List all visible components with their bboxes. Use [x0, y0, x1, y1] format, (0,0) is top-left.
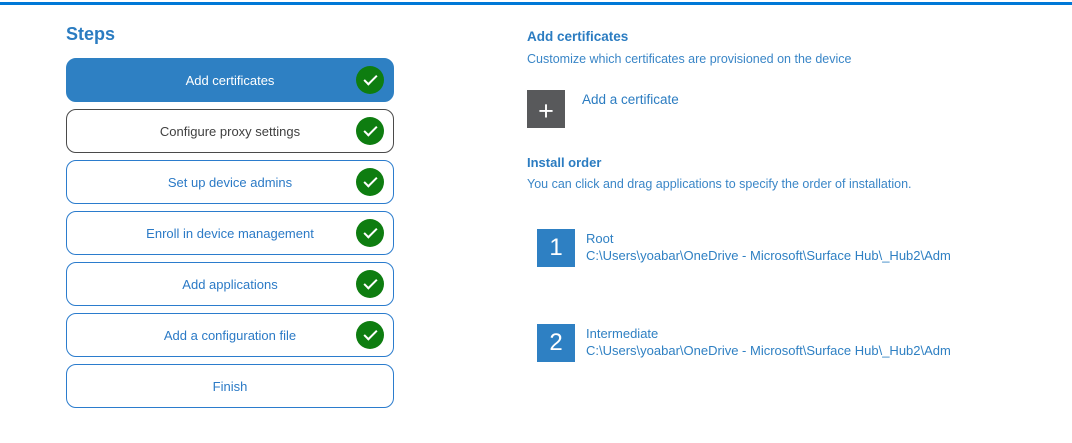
step-label: Add a configuration file: [163, 327, 297, 343]
step-label: Set up device admins: [167, 174, 293, 190]
step-set-up-device-admins[interactable]: Set up device admins: [66, 160, 394, 204]
step-label: Add certificates: [185, 72, 275, 88]
install-order-item[interactable]: 1 Root C:\Users\yoabar\OneDrive - Micros…: [537, 229, 951, 267]
completed-check-icon: [356, 270, 384, 298]
step-finish[interactable]: Finish: [66, 364, 394, 408]
install-order-subtitle: You can click and drag applications to s…: [527, 177, 912, 191]
install-order-heading: Install order: [527, 155, 602, 170]
order-item-text: Intermediate C:\Users\yoabar\OneDrive - …: [586, 324, 951, 359]
step-add-applications[interactable]: Add applications: [66, 262, 394, 306]
completed-check-icon: [356, 219, 384, 247]
order-number-badge: 2: [537, 324, 575, 362]
certificate-path: C:\Users\yoabar\OneDrive - Microsoft\Sur…: [586, 248, 951, 263]
order-number-badge: 1: [537, 229, 575, 267]
completed-check-icon: [356, 66, 384, 94]
order-item-text: Root C:\Users\yoabar\OneDrive - Microsof…: [586, 229, 951, 264]
section-title: Add certificates: [527, 29, 629, 44]
install-order-item[interactable]: 2 Intermediate C:\Users\yoabar\OneDrive …: [537, 324, 951, 362]
section-subtitle: Customize which certificates are provisi…: [527, 52, 852, 66]
top-accent-line: [0, 2, 1072, 5]
completed-check-icon: [356, 117, 384, 145]
step-enroll-in-device-management[interactable]: Enroll in device management: [66, 211, 394, 255]
step-configure-proxy-settings[interactable]: Configure proxy settings: [66, 109, 394, 153]
completed-check-icon: [356, 168, 384, 196]
add-certificate-label: Add a certificate: [582, 92, 679, 107]
certificate-name: Root: [586, 231, 614, 246]
step-add-a-configuration-file[interactable]: Add a configuration file: [66, 313, 394, 357]
plus-icon: +: [527, 90, 565, 128]
step-label: Enroll in device management: [146, 225, 314, 241]
step-label: Configure proxy settings: [159, 123, 301, 139]
certificate-name: Intermediate: [586, 326, 659, 341]
step-add-certificates[interactable]: Add certificates: [66, 58, 394, 102]
step-label: Finish: [212, 378, 248, 394]
completed-check-icon: [356, 321, 384, 349]
step-label: Add applications: [182, 276, 278, 292]
steps-heading: Steps: [66, 24, 116, 44]
add-certificate-button[interactable]: + Add a certificate: [527, 90, 679, 128]
steps-list: Add certificates Configure proxy setting…: [66, 58, 394, 415]
certificate-path: C:\Users\yoabar\OneDrive - Microsoft\Sur…: [586, 343, 951, 358]
